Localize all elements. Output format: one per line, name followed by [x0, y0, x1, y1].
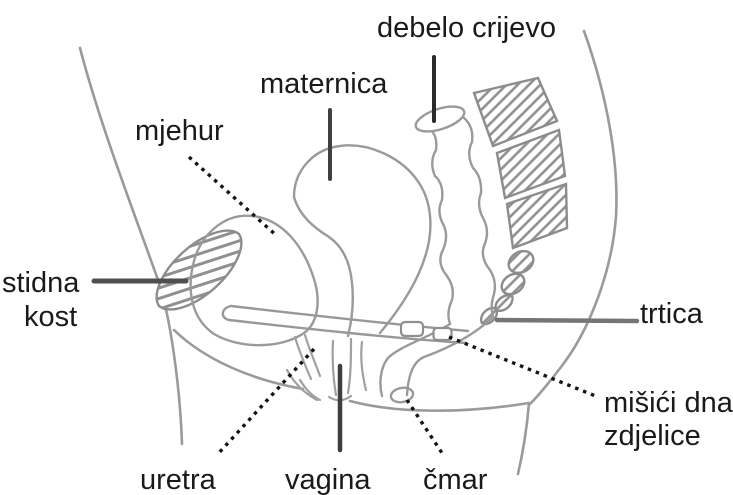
misici-dna-zdjelice-label-line2: zdjelice — [604, 420, 701, 452]
coccyx-bead-3 — [494, 293, 514, 313]
mjehur-label: mjehur — [135, 115, 224, 147]
cmar-label: čmar — [423, 464, 488, 495]
colon-left-edge — [426, 126, 455, 326]
pelvic-floor-band-cap — [221, 304, 233, 322]
sacrum-segment-2 — [495, 128, 567, 200]
label-layer: debelo crijevo maternica mjehur stidna k… — [2, 12, 733, 495]
bladder-shape — [189, 214, 319, 347]
cmar-leader-line — [405, 399, 446, 457]
debelo-crijevo-label: debelo crijevo — [377, 12, 556, 44]
band-node-1 — [399, 320, 425, 338]
misici-leader-line — [448, 335, 599, 399]
trtica-leader-line — [494, 317, 640, 324]
colon-right-edge — [461, 115, 497, 319]
band-node-2 — [432, 326, 453, 342]
stidna-kost-label-line1: stidna — [2, 267, 80, 299]
anus-opening-shape — [389, 386, 415, 404]
rectum-left-edge — [379, 322, 452, 398]
vagina-label: vagina — [285, 464, 371, 495]
misici-dna-zdjelice-label-line1: mišići dna — [604, 387, 733, 419]
uterus-front-edge — [292, 195, 354, 338]
perineum-outline — [348, 399, 531, 412]
abdomen-front-outline — [78, 46, 184, 446]
urethra-line-1 — [293, 335, 313, 381]
vulva-arc-outer — [285, 368, 319, 402]
vagina-front-wall — [331, 339, 338, 397]
urethra-line-2 — [303, 333, 322, 378]
maternica-label: maternica — [260, 68, 388, 100]
sacrum-segment-3 — [505, 182, 569, 250]
groin-crease-line — [172, 328, 305, 391]
uretra-label: uretra — [140, 464, 217, 495]
stidna-kost-label-line2: kost — [24, 301, 77, 333]
rectum-right-edge — [405, 315, 495, 397]
inner-thigh-line — [516, 401, 531, 476]
mjehur-leader-line — [187, 155, 279, 238]
sacrum-segment-1 — [472, 76, 559, 148]
colon-top-cap — [414, 105, 466, 133]
pelvic-floor-band-lower — [227, 318, 468, 345]
pubic-bone-shape — [155, 229, 243, 311]
uterus-back-edge — [292, 144, 432, 335]
perineal-body-line — [360, 340, 368, 392]
vagina-back-wall — [346, 337, 353, 395]
uretra-leader-line — [215, 347, 316, 457]
coccyx-bead-2 — [500, 272, 526, 296]
vulva-arc-inner — [298, 378, 322, 402]
coccyx-bead-1 — [507, 249, 535, 275]
trtica-label: trtica — [640, 298, 704, 330]
